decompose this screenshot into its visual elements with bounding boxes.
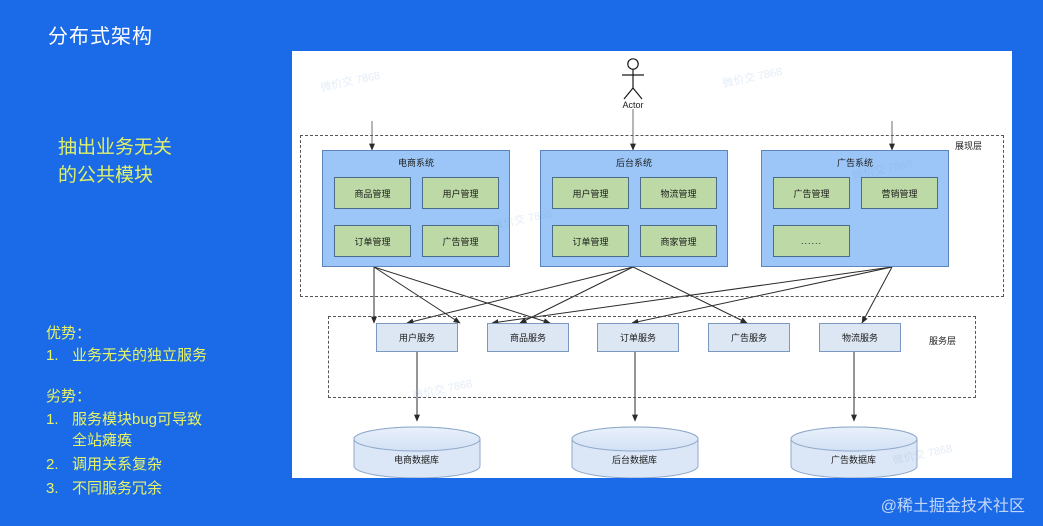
cons-item-text: 调用关系复杂 — [72, 456, 163, 473]
service-box-product[interactable]: 商品服务 — [487, 323, 569, 352]
presentation-layer-container — [300, 135, 1004, 297]
database-cylinders — [353, 426, 918, 478]
system-box-ecommerce[interactable]: 电商系统 商品管理 用户管理 订单管理 广告管理 — [322, 150, 510, 267]
cons-list: 1. 服务模块bug可导致 全站瘫痪 2. 调用关系复杂 3. 不同服务冗余 — [46, 409, 306, 502]
module-box[interactable]: 订单管理 — [552, 225, 629, 257]
service-layer-label: 服务层 — [929, 336, 957, 346]
service-layer-container — [328, 316, 976, 398]
database-advertising[interactable]: 广告数据库 — [791, 427, 916, 474]
service-box-order[interactable]: 订单服务 — [597, 323, 679, 352]
system-box-advertising[interactable]: 广告系统 广告管理 营销管理 ...... — [761, 150, 949, 267]
module-box[interactable]: 商家管理 — [640, 225, 717, 257]
database-ecommerce[interactable]: 电商数据库 — [354, 427, 479, 474]
module-box[interactable]: 用户管理 — [422, 177, 499, 209]
pros-list: 1. 业务无关的独立服务 — [46, 345, 296, 369]
module-box[interactable]: 物流管理 — [640, 177, 717, 209]
system-box-backoffice[interactable]: 后台系统 用户管理 物流管理 订单管理 商家管理 — [540, 150, 728, 267]
presentation-layer-label: 展现层 — [955, 141, 983, 151]
system-title: 电商系统 — [397, 158, 434, 168]
cons-item: 3. 不同服务冗余 — [46, 478, 306, 499]
module-box[interactable]: 商品管理 — [334, 177, 411, 209]
module-box[interactable]: 营销管理 — [861, 177, 938, 209]
pros-heading: 优势： — [46, 325, 92, 342]
page-title: 分布式架构 — [48, 26, 153, 48]
module-box[interactable]: 广告管理 — [422, 225, 499, 257]
system-title: 广告系统 — [836, 158, 873, 168]
service-box-advertising[interactable]: 广告服务 — [708, 323, 790, 352]
system-title: 后台系统 — [615, 158, 652, 168]
cons-item-text: 服务模块bug可导致 全站瘫痪 — [72, 411, 203, 449]
pros-item-text: 业务无关的独立服务 — [72, 347, 208, 364]
cons-item: 1. 服务模块bug可导致 全站瘫痪 — [46, 409, 306, 451]
module-box[interactable]: 订单管理 — [334, 225, 411, 257]
service-box-user[interactable]: 用户服务 — [376, 323, 458, 352]
database-backoffice[interactable]: 后台数据库 — [572, 427, 697, 474]
pros-item: 1. 业务无关的独立服务 — [46, 345, 296, 366]
cons-item: 2. 调用关系复杂 — [46, 454, 306, 475]
database-label: 广告数据库 — [830, 455, 876, 465]
cons-item-number: 1. — [46, 411, 59, 428]
database-label: 电商数据库 — [393, 455, 439, 465]
module-box-ellipsis[interactable]: ...... — [773, 225, 850, 257]
diagram-connectors — [353, 58, 918, 478]
cons-heading: 劣势： — [46, 388, 92, 405]
site-watermark: @稀土掘金技术社区 — [880, 498, 1025, 515]
module-box[interactable]: 用户管理 — [552, 177, 629, 209]
pros-item-number: 1. — [46, 347, 59, 364]
database-label: 后台数据库 — [611, 455, 657, 465]
actor-icon — [622, 58, 644, 100]
module-box[interactable]: 广告管理 — [773, 177, 850, 209]
actor-label: Actor — [622, 100, 644, 110]
cons-item-text: 不同服务冗余 — [72, 480, 163, 497]
architecture-diagram-panel: Actor 展现层 服务层 电商系统 商品管理 用户管理 订单管理 广告管理 后… — [292, 51, 1012, 478]
cons-item-number: 2. — [46, 456, 59, 473]
cons-item-number: 3. — [46, 480, 59, 497]
slide-subtitle: 抽出业务无关 的公共模块 — [58, 137, 173, 186]
service-box-logistics[interactable]: 物流服务 — [819, 323, 901, 352]
